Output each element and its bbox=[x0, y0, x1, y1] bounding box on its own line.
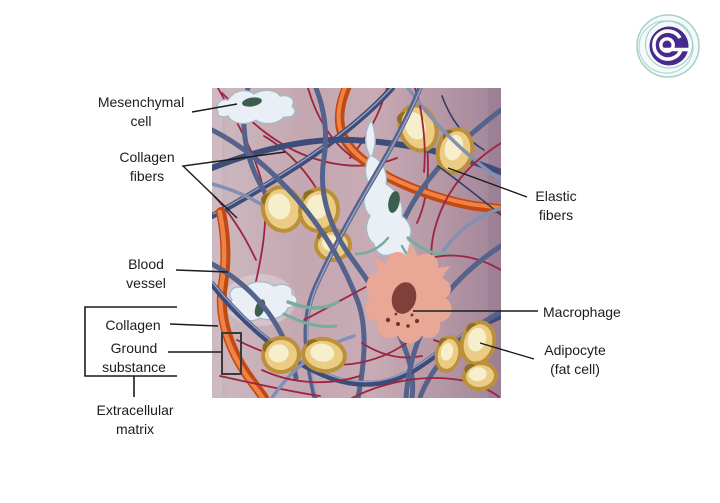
label-line: fibers bbox=[538, 207, 574, 223]
label-adipocyte: Adipocyte (fat cell) bbox=[526, 341, 624, 379]
label-line: (fat cell) bbox=[550, 361, 600, 377]
mesenchymal-nucleus bbox=[242, 97, 262, 107]
label-blood-vessel: Blood vessel bbox=[96, 255, 196, 293]
label-line: fibers bbox=[129, 168, 165, 184]
adipocyte-cluster-right bbox=[434, 320, 498, 392]
collagen-fiber bbox=[430, 142, 501, 264]
label-collagen-fibers: Collagen fibers bbox=[97, 148, 197, 186]
edge-light bbox=[212, 88, 222, 398]
macrophage-cell bbox=[365, 242, 452, 344]
collagen-fiber bbox=[419, 105, 426, 173]
leader-collagen bbox=[169, 323, 219, 327]
blood-vessel-left bbox=[216, 207, 269, 398]
adipocyte-cell bbox=[435, 127, 475, 175]
label-line: Ground bbox=[110, 340, 158, 356]
mesenchymal-cell bbox=[216, 89, 296, 125]
adipocyte-cell bbox=[261, 335, 301, 375]
label-line: Extracellular bbox=[96, 402, 174, 418]
label-elastic-fibers: Elastic fibers bbox=[514, 187, 598, 225]
label-collagen: Collagen bbox=[83, 316, 183, 335]
embibe-spiral-logo bbox=[636, 14, 700, 78]
leader-collagen-fibers bbox=[181, 151, 286, 219]
label-ground-substance: Ground substance bbox=[84, 339, 184, 377]
adipocyte-cell bbox=[459, 320, 497, 366]
adipocyte-cell bbox=[301, 336, 347, 374]
label-line: Elastic bbox=[535, 188, 577, 204]
leader-elastic-fibers bbox=[447, 167, 528, 198]
label-line: Mesenchymal bbox=[97, 94, 185, 110]
leader-adipocyte bbox=[479, 342, 535, 360]
label-macrophage: Macrophage bbox=[543, 303, 653, 322]
tissue-illustration bbox=[212, 88, 501, 398]
ecm-bracket bbox=[84, 306, 177, 397]
logo-ring-3 bbox=[645, 20, 693, 69]
leader-blood-vessel bbox=[175, 269, 229, 273]
label-line: matrix bbox=[115, 421, 155, 437]
adipocyte-cell bbox=[462, 360, 498, 392]
label-line: Collagen bbox=[105, 317, 161, 333]
label-extracellular-matrix: Extracellular matrix bbox=[78, 401, 192, 439]
leader-lines bbox=[168, 103, 538, 360]
logo-spiral-outer bbox=[652, 29, 683, 61]
adipocyte-cell bbox=[260, 185, 304, 233]
label-line: Collagen bbox=[119, 149, 175, 165]
label-mesenchymal-cell: Mesenchymal cell bbox=[85, 93, 197, 131]
leader-mesenchymal bbox=[191, 103, 238, 113]
collagen-fiber bbox=[351, 377, 500, 398]
fibroblast-nucleus bbox=[388, 191, 400, 213]
label-line: Blood bbox=[128, 256, 164, 272]
label-line: Adipocyte bbox=[544, 342, 606, 358]
macrophage-nucleus bbox=[391, 282, 417, 314]
adipocyte-cluster-bottom bbox=[261, 335, 347, 375]
collagen-fiber bbox=[261, 369, 361, 384]
label-line: cell bbox=[130, 113, 152, 129]
adipocyte-cell bbox=[434, 335, 462, 373]
label-line: Macrophage bbox=[543, 304, 621, 320]
label-line: vessel bbox=[126, 275, 166, 291]
ground-substance-box bbox=[221, 332, 242, 375]
label-line: substance bbox=[102, 359, 166, 375]
blood-vessel-top bbox=[334, 88, 501, 214]
